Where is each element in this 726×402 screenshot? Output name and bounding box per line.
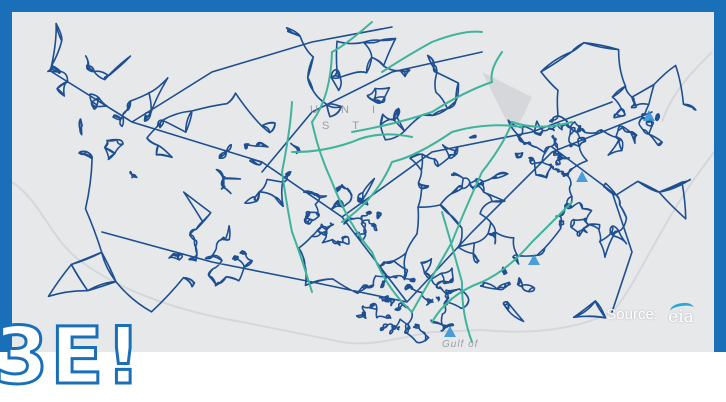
lng-hubs bbox=[444, 110, 655, 337]
lng-terminal-marker bbox=[576, 171, 588, 182]
interstate-pipeline-paths bbox=[47, 22, 697, 344]
coastline bbox=[12, 151, 714, 345]
eia-logo-text: eia bbox=[668, 307, 694, 327]
source-label: Source: bbox=[606, 305, 658, 323]
overlay-large-text: 3E! bbox=[0, 312, 144, 402]
interstate-pipelines bbox=[47, 22, 697, 344]
country-label-line2: S T bbox=[322, 120, 369, 132]
intrastate-pipelines bbox=[280, 21, 573, 343]
lng-terminal-marker bbox=[528, 254, 540, 265]
pipeline-network bbox=[12, 21, 714, 345]
lng-terminal-marker bbox=[444, 326, 456, 337]
map-frame: U N I S T Gulf of Source: eia bbox=[0, 0, 726, 352]
source-attribution: Source: eia bbox=[606, 301, 700, 327]
intrastate-pipeline-paths bbox=[280, 21, 573, 343]
lng-terminal-marker bbox=[643, 110, 655, 121]
great-lakes bbox=[482, 72, 532, 132]
pipeline-map: U N I S T Gulf of Source: eia bbox=[12, 12, 714, 352]
eia-logo-icon: eia bbox=[662, 301, 700, 327]
east-coastline bbox=[661, 51, 713, 123]
country-label-line1: U N I bbox=[310, 104, 386, 116]
water-label: Gulf of bbox=[442, 339, 479, 350]
